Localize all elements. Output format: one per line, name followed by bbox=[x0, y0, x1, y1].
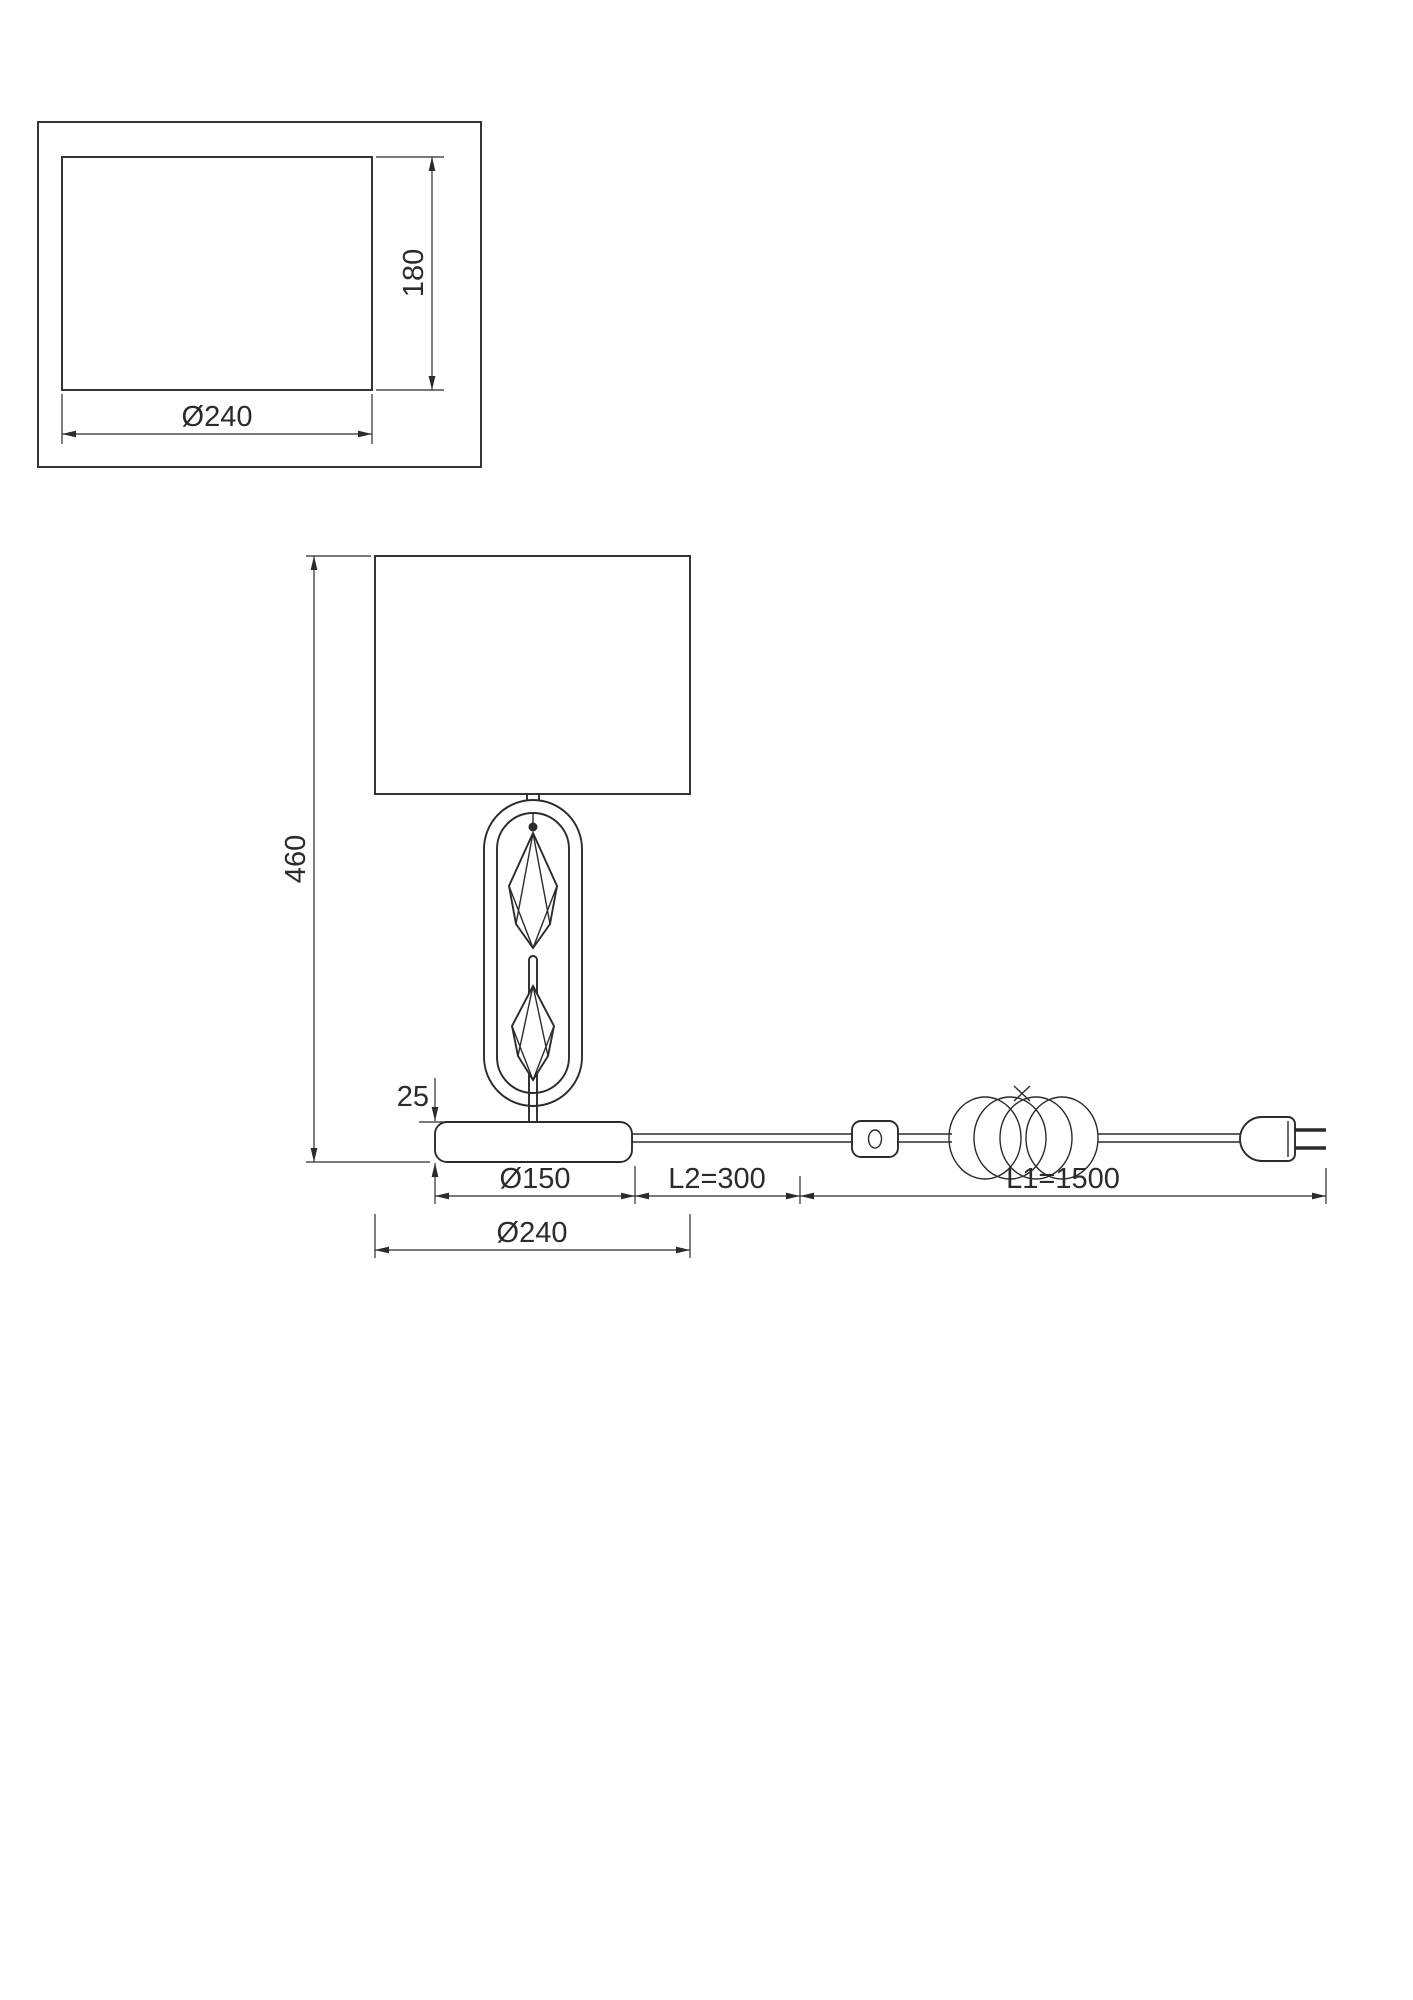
plug bbox=[1239, 1116, 1326, 1162]
dim-label-cord-to-plug: L1=1500 bbox=[1006, 1163, 1120, 1195]
cord-assembly bbox=[632, 1085, 1326, 1180]
front-view bbox=[374, 555, 691, 1163]
dimension-shade-height: 180 bbox=[376, 156, 444, 391]
plug-body bbox=[1239, 1116, 1296, 1162]
dim-label-shade-diameter-top: Ø240 bbox=[182, 401, 253, 433]
ring-outer bbox=[483, 799, 583, 1107]
front-view-dimensions: 460 25 Ø150 L2=300 L1=1500 Ø240 bbox=[280, 555, 1327, 1258]
dim-label-shade-diameter-front: Ø240 bbox=[497, 1217, 568, 1249]
dimension-chain-bottom: Ø150 L2=300 L1=1500 bbox=[431, 1163, 1327, 1204]
base bbox=[434, 1121, 633, 1163]
inline-switch bbox=[851, 1120, 899, 1158]
dim-label-cord-to-switch: L2=300 bbox=[668, 1163, 766, 1195]
center-rod bbox=[528, 955, 538, 1122]
dim-label-base-diameter: Ø150 bbox=[500, 1163, 571, 1195]
switch-button bbox=[867, 1129, 883, 1149]
top-view: 180 Ø240 bbox=[37, 121, 482, 468]
crystal-upper bbox=[508, 830, 558, 950]
crystal-lower-facets bbox=[511, 985, 555, 1081]
dim-label-base-thickness: 25 bbox=[397, 1081, 429, 1113]
lampshade bbox=[374, 555, 691, 795]
top-view-shade-outline bbox=[61, 156, 373, 391]
dimension-base-thickness: 25 bbox=[397, 1078, 449, 1123]
dim-label-total-height: 460 bbox=[280, 835, 312, 883]
switch-body bbox=[851, 1120, 899, 1158]
crystal-lower-outline bbox=[511, 983, 555, 1082]
dimension-total-height: 460 bbox=[280, 555, 430, 1163]
coil-loop bbox=[973, 1096, 1047, 1180]
top-view-outer-frame bbox=[37, 121, 482, 468]
crystal-upper-facets bbox=[508, 832, 558, 949]
dim-label-shade-height: 180 bbox=[398, 249, 430, 297]
crystal-upper-outline bbox=[508, 830, 558, 950]
coil-loop bbox=[948, 1096, 1022, 1180]
crystal-lower bbox=[511, 983, 555, 1082]
coil-cross bbox=[1013, 1085, 1031, 1102]
dimension-shade-diameter-top: Ø240 bbox=[61, 394, 373, 444]
coil-loop bbox=[1025, 1096, 1099, 1180]
dimension-shade-diameter-front: Ø240 bbox=[374, 1214, 691, 1258]
pin-ball bbox=[528, 822, 538, 832]
cord-coil bbox=[948, 1085, 1099, 1180]
coil-loop bbox=[999, 1096, 1073, 1180]
